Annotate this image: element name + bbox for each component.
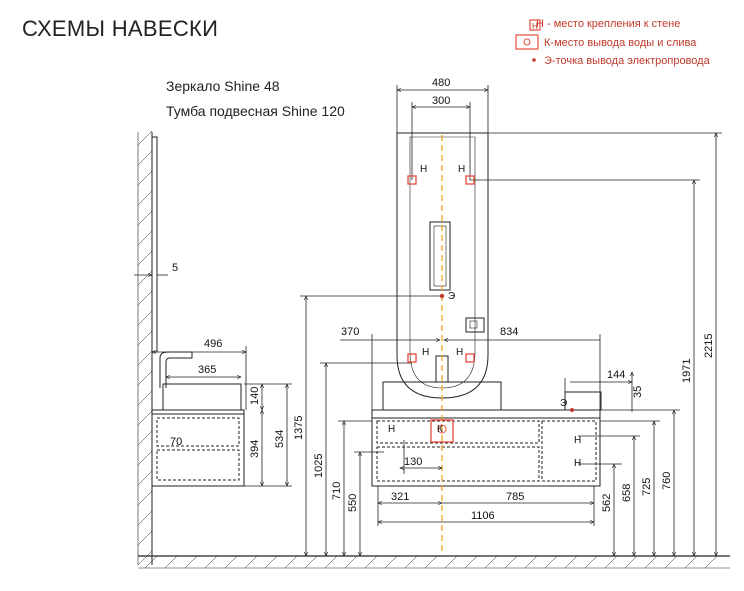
floor [138, 555, 730, 569]
electric-label-cabinet: Э [560, 398, 567, 409]
dim-534: 534 [274, 430, 286, 448]
dim-785: 785 [506, 491, 524, 503]
water-label: К [437, 424, 443, 435]
product-cabinet: Тумба подвесная Shine 120 [166, 103, 345, 119]
mount-label-1: Н [420, 164, 427, 175]
page-title: СХЕМЫ НАВЕСКИ [22, 16, 219, 41]
legend-mount: Н - место крепления к стене [518, 18, 680, 30]
legend-electric-text: Э-точка вывода электропровода [544, 55, 710, 67]
mount-label-2: Н [458, 164, 465, 175]
dim-1375: 1375 [293, 416, 305, 440]
legend-electric-icon [532, 58, 536, 62]
dim-140: 140 [249, 387, 261, 405]
side-view [137, 130, 245, 566]
dim-725: 725 [641, 478, 653, 496]
dim-300: 300 [432, 95, 450, 107]
electric-point-cabinet [570, 408, 574, 412]
electric-label-mirror: Э [448, 291, 455, 302]
mount-label-4: Н [456, 347, 463, 358]
dim-710: 710 [331, 482, 343, 500]
dim-394: 394 [249, 440, 261, 458]
dimension-lines [134, 85, 722, 556]
dim-70: 70 [170, 436, 182, 448]
mount-label-7: Н [574, 458, 581, 469]
dim-658: 658 [621, 484, 633, 502]
mount-label-6: Н [574, 435, 581, 446]
dim-1106: 1106 [471, 510, 495, 522]
dim-1971: 1971 [681, 359, 693, 383]
legend-water-icon [515, 34, 539, 50]
dim-496: 496 [204, 338, 222, 350]
dim-834: 834 [500, 326, 518, 338]
dim-760: 760 [661, 472, 673, 490]
dim-1025: 1025 [313, 454, 325, 478]
dim-321: 321 [391, 491, 409, 503]
mount-points [407, 175, 475, 443]
legend-mount-icon: Н [529, 19, 541, 31]
electric-point-mirror [439, 293, 445, 299]
legend-mount-symbol: Н [532, 22, 538, 31]
dim-550: 550 [347, 494, 359, 512]
mount-label-3: Н [422, 347, 429, 358]
dim-480: 480 [432, 77, 450, 89]
legend-mount-text: Н - место крепления к стене [536, 18, 681, 30]
legend-water-text: К-место вывода воды и слива [544, 37, 697, 49]
dim-5: 5 [172, 262, 178, 274]
legend-water: К-место вывода воды и слива [518, 37, 696, 49]
front-view [371, 132, 602, 487]
dim-35: 35 [632, 386, 644, 398]
product-mirror: Зеркало Shine 48 [166, 78, 280, 94]
dim-130: 130 [404, 456, 422, 468]
mount-label-5: Н [388, 424, 395, 435]
dim-365: 365 [198, 364, 216, 376]
dim-2215: 2215 [703, 334, 715, 358]
dim-562: 562 [601, 494, 613, 512]
dim-370: 370 [341, 326, 359, 338]
legend-electric: Э-точка вывода электропровода [518, 55, 710, 67]
dim-144: 144 [607, 369, 625, 381]
